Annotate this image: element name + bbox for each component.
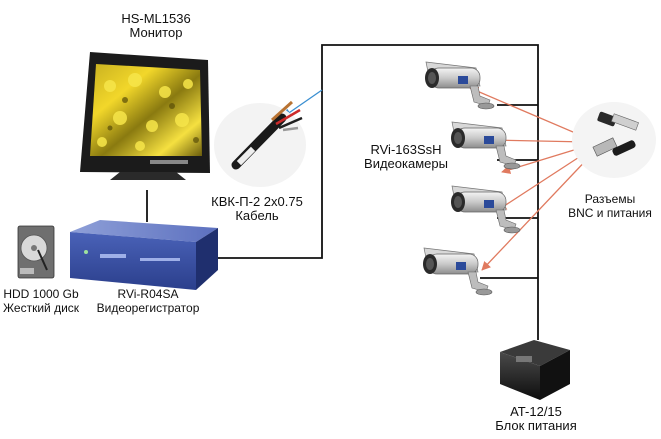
connector-icon	[572, 102, 656, 178]
connectors-label: Разъемы BNC и питания	[560, 192, 660, 220]
cameras-caption: Видеокамеры	[364, 156, 448, 171]
dvr-model: RVi-R04SA	[117, 287, 179, 301]
camera-icon	[422, 247, 493, 296]
hdd-icon	[17, 225, 55, 279]
cable-model: КВК-П-2 2х0.75	[211, 194, 303, 209]
hdd-model: HDD 1000 Gb	[3, 287, 79, 301]
monitor-label: HS-ML1536 Монитор	[96, 12, 216, 40]
hdd-label: HDD 1000 Gb Жесткий диск	[0, 287, 82, 315]
camera-icon	[450, 185, 521, 234]
psu-caption: Блок питания	[495, 418, 577, 433]
dvr-caption: Видеорегистратор	[96, 301, 200, 315]
monitor-icon	[80, 52, 210, 180]
connectors-line1: Разъемы	[584, 192, 636, 206]
cameras-model: RVi-163SsH	[370, 142, 442, 157]
cable-label: КВК-П-2 2х0.75 Кабель	[192, 195, 322, 223]
cable-caption: Кабель	[235, 208, 279, 223]
monitor-model: HS-ML1536	[121, 11, 191, 26]
connectors-line2: BNC и питания	[568, 206, 652, 220]
monitor-caption: Монитор	[129, 25, 183, 40]
cable-pointer	[282, 89, 323, 118]
camera-icon	[424, 61, 495, 110]
cameras-label: RVi-163SsH Видеокамеры	[346, 143, 466, 171]
dvr-icon	[70, 220, 218, 290]
power-supply-icon	[500, 340, 570, 400]
dvr-label: RVi-R04SA Видеорегистратор	[90, 287, 206, 315]
cable-icon	[214, 100, 306, 187]
psu-model: AT-12/15	[510, 404, 562, 419]
psu-label: AT-12/15 Блок питания	[486, 405, 586, 433]
connector-pointers	[469, 87, 593, 271]
hdd-caption: Жесткий диск	[2, 301, 80, 315]
